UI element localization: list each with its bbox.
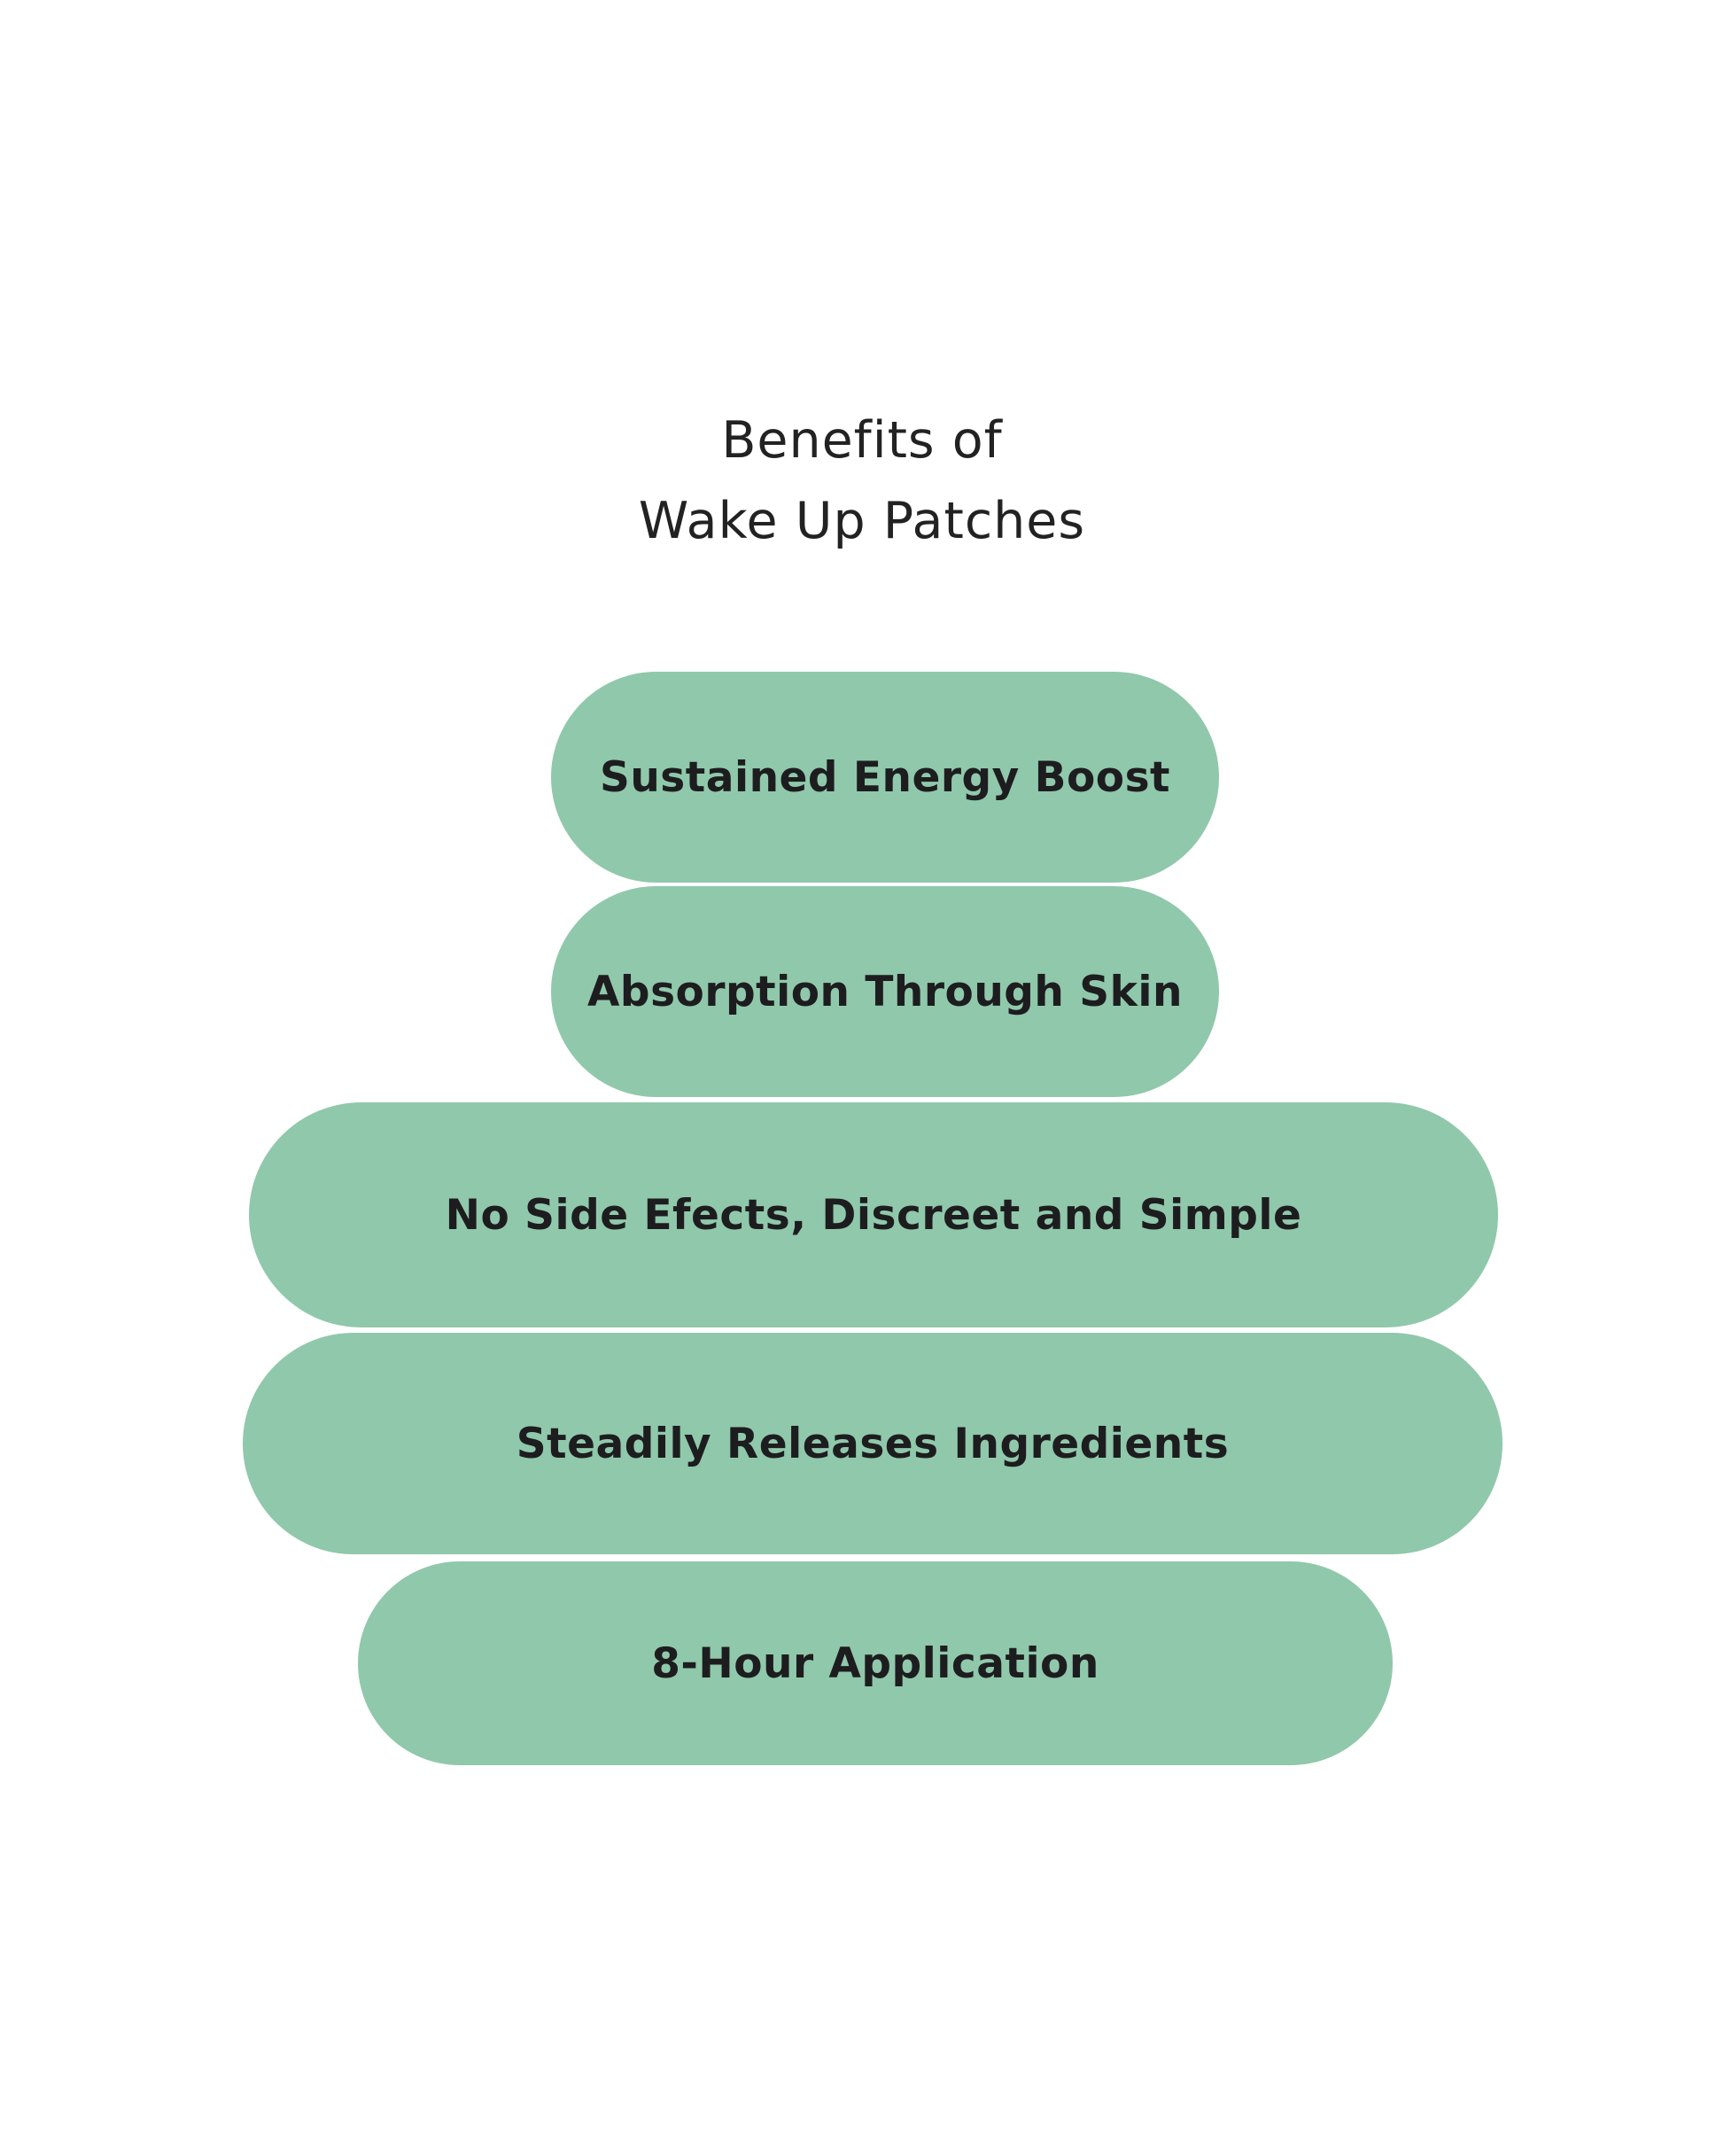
benefit-pill-no-side-effects: No Side Efects, Discreet and Simple [249, 1102, 1498, 1327]
page-title: Benefits of Wake Up Patches [0, 401, 1724, 562]
benefit-pill-label: Absorption Through Skin [587, 967, 1183, 1016]
title-line-1: Benefits of [721, 411, 1003, 470]
benefit-pill-absorption: Absorption Through Skin [551, 886, 1219, 1097]
benefit-pill-sustained-energy: Sustained Energy Boost [551, 672, 1219, 883]
benefit-pill-label: 8-Hour Application [651, 1638, 1099, 1688]
benefit-pill-label: Sustained Energy Boost [599, 752, 1171, 802]
benefit-pill-8-hour: 8-Hour Application [358, 1561, 1393, 1765]
benefit-pill-steady-release: Steadily Releases Ingredients [243, 1333, 1503, 1554]
benefit-pill-label: Steadily Releases Ingredients [516, 1419, 1230, 1468]
title-line-2: Wake Up Patches [638, 492, 1086, 550]
benefit-pill-label: No Side Efects, Discreet and Simple [445, 1190, 1302, 1240]
